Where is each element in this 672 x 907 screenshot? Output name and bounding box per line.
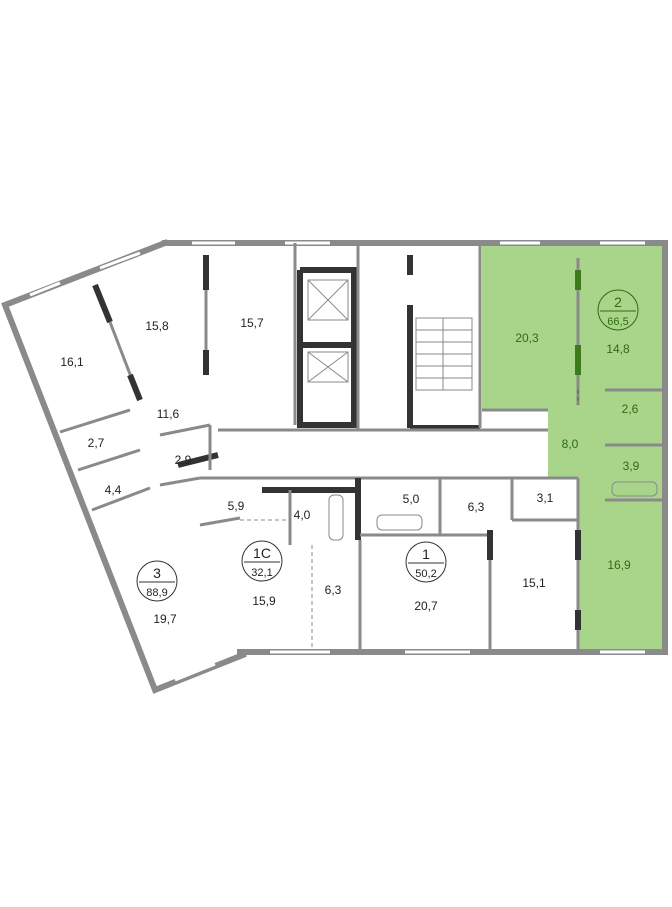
bathtubs [328, 481, 658, 541]
room-area: 20,7 [414, 599, 438, 613]
room-area: 15,8 [145, 319, 169, 333]
room-area: 8,0 [562, 437, 579, 451]
room-area: 16,9 [607, 558, 631, 572]
room-labels: 16,1 15,8 15,7 11,6 2,7 4,4 2,9 19,7 5,9… [60, 316, 639, 626]
room-area: 4,0 [294, 508, 311, 522]
interior-walls [59, 243, 665, 652]
room-area: 5,9 [228, 499, 245, 513]
room-area: 16,1 [60, 355, 84, 369]
room-area: 3,9 [623, 459, 640, 473]
svg-text:3: 3 [153, 565, 161, 581]
room-area: 2,7 [88, 436, 105, 450]
room-area: 11,6 [157, 407, 180, 421]
room-area: 20,3 [515, 331, 539, 345]
room-area: 15,1 [522, 576, 546, 590]
room-area: 14,8 [606, 342, 630, 356]
room-area: 19,7 [153, 612, 177, 626]
room-area: 6,3 [325, 583, 342, 597]
svg-text:88,9: 88,9 [146, 587, 167, 599]
svg-text:2: 2 [614, 294, 622, 310]
svg-text:32,1: 32,1 [251, 567, 272, 579]
room-area: 6,3 [468, 500, 485, 514]
svg-text:1: 1 [422, 546, 430, 562]
room-area: 5,0 [403, 492, 420, 506]
svg-text:66,5: 66,5 [607, 316, 628, 328]
room-area: 4,4 [105, 483, 122, 497]
room-area: 15,7 [240, 316, 264, 330]
room-area: 2,6 [622, 402, 639, 416]
apartment-badge-3[interactable]: 3 88,9 [136, 560, 178, 602]
staircase [415, 317, 473, 391]
room-area: 3,1 [537, 491, 554, 505]
apartment-badge-1c[interactable]: 1С 32,1 [241, 540, 283, 582]
svg-text:50,2: 50,2 [415, 568, 436, 580]
apartment-badge-1[interactable]: 1 50,2 [405, 541, 447, 583]
elevator-shafts [307, 279, 349, 383]
apartment-2-area[interactable] [482, 243, 665, 652]
outer-walls [1, 239, 668, 694]
room-area: 15,9 [252, 594, 276, 608]
room-area: 2,9 [175, 453, 192, 467]
apartment-badge-2[interactable]: 2 66,5 [597, 289, 639, 331]
svg-text:1С: 1С [253, 545, 271, 561]
